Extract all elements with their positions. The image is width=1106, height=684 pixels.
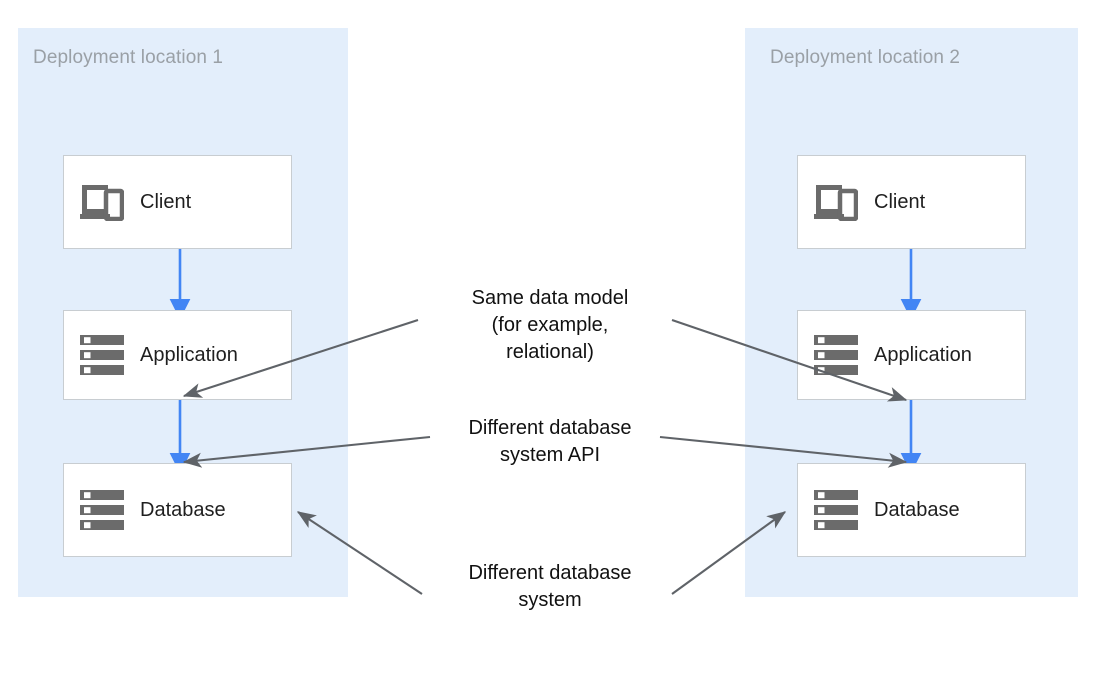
node-application-1[interactable]: Application — [63, 310, 292, 400]
server-icon — [812, 486, 860, 534]
server-icon — [78, 331, 126, 379]
node-database-2[interactable]: Database — [797, 463, 1026, 557]
node-application-1-label: Application — [140, 343, 238, 366]
node-client-1[interactable]: Client — [63, 155, 292, 249]
devices-icon — [812, 178, 860, 226]
annotation-same-data-model: Same data model (for example, relational… — [471, 287, 629, 363]
deployment-zone-1-label: Deployment location 1 — [33, 47, 224, 68]
node-client-1-label: Client — [140, 190, 192, 213]
node-application-2[interactable]: Application — [797, 310, 1026, 400]
server-icon — [812, 331, 860, 379]
annotation-different-database-system: Different database system — [468, 562, 632, 611]
node-database-1[interactable]: Database — [63, 463, 292, 557]
node-client-2[interactable]: Client — [797, 155, 1026, 249]
node-database-2-label: Database — [874, 498, 960, 521]
node-database-1-label: Database — [140, 498, 226, 521]
node-client-2-label: Client — [874, 190, 926, 213]
annotation-different-database-system-api: Different database system API — [468, 417, 632, 466]
server-icon — [78, 486, 126, 534]
deployment-zone-2-label: Deployment location 2 — [770, 47, 961, 68]
node-application-2-label: Application — [874, 343, 972, 366]
devices-icon — [78, 178, 126, 226]
